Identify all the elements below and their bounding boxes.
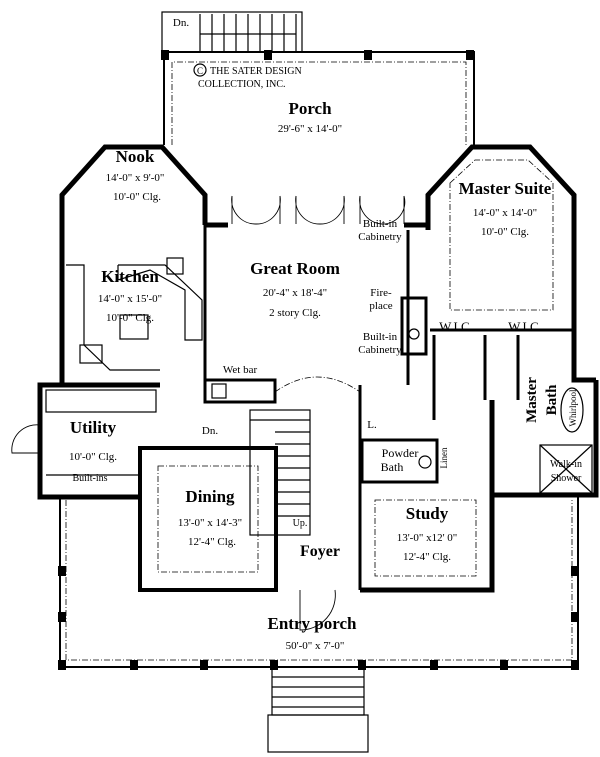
walk-in-shower-label-2: Shower [551,473,582,484]
powder-bath-label-1: Powder [382,446,419,460]
whirlpool-label: Whirlpool [568,389,578,426]
stairs-up-label: Up. [293,518,308,529]
dining-ceiling: 12'-4" Clg. [188,536,236,548]
fireplace-label-2: place [369,300,392,312]
front-steps [267,666,369,753]
great-room-ceiling: 2 story Clg. [269,307,321,319]
great-room-dims: 20'-4" x 18'-4" [263,287,327,299]
master-suite-wall [425,144,596,383]
nook-dims: 14'-0" x 9'-0" [106,172,165,184]
fireplace [400,296,428,356]
wic-label-2: W.I.C. [508,319,542,334]
foyer-name: Foyer [300,543,340,560]
copyright-symbol: C [197,66,203,76]
french-doors[interactable] [231,195,406,225]
powder-bath-label-2: Bath [381,460,404,474]
kitchen-dims: 14'-0" x 15'-0" [98,293,162,305]
master-bath-wall [489,380,599,498]
dining-dims: 13'-0" x 14'-3" [178,517,242,529]
laundry-label: L. [367,419,377,431]
copyright-icon [193,63,207,77]
utility-name: Utility [70,418,117,437]
copyright-line1: THE SATER DESIGN [210,66,302,77]
master-suite-ceiling: 10'-0" Clg. [481,226,529,238]
builtin-cabinetry-label-2a: Built-in [363,331,398,343]
master-bath-name1: Master [524,377,540,423]
builtin-cabinetry-label-1a: Built-in [363,218,398,230]
builtin-cabinetry-label-1b: Cabinetry [358,231,402,243]
powder-bath-wall [360,438,439,484]
porch-dims: 29'-6" x 14'-0" [278,123,342,135]
copyright-line2: COLLECTION, INC. [198,79,286,90]
fireplace-label-1: Fire- [370,287,392,299]
builtin-cabinetry-label-2b: Cabinetry [358,344,402,356]
nook-name: Nook [116,147,155,166]
study-name: Study [406,504,449,523]
rear-porch-outline [161,50,475,145]
dining-name: Dining [185,487,235,506]
porch-name: Porch [288,99,332,118]
kitchen-name: Kitchen [101,267,159,286]
study-ceiling: 12'-4" Clg. [403,551,451,563]
master-bath-name2: Bath [544,384,560,416]
great-room-name: Great Room [250,259,340,278]
wet-bar-counter [203,378,277,404]
stairs-down-label: Dn. [173,17,189,29]
master-suite-dims: 14'-0" x 14'-0" [473,207,537,219]
master-suite-name: Master Suite [459,179,552,198]
study-dims: 13'-0" x12' 0" [397,532,458,544]
linen-label: Linen [439,447,449,468]
nook-ceiling: 10'-0" Clg. [113,191,161,203]
kitchen-counters [66,257,203,371]
stairs-down-label-2: Dn. [202,425,218,437]
main-stairs[interactable] [249,409,311,536]
entry-porch-name: Entry porch [268,614,357,633]
entry-porch-dims: 50'-0" x 7'-0" [286,640,345,652]
utility-ceiling: 10'-0" Clg. [69,451,117,463]
utility-wall [37,382,160,500]
study-wall [360,488,495,593]
kitchen-ceiling: 10'-0" Clg. [106,312,154,324]
walk-in-shower-label-1: Walk-in [550,459,582,470]
dining-wall [138,446,278,592]
wet-bar-label: Wet bar [223,364,258,376]
wic-label-1: W.I.C. [439,319,473,334]
utility-builtins: Built-ins [72,473,107,484]
